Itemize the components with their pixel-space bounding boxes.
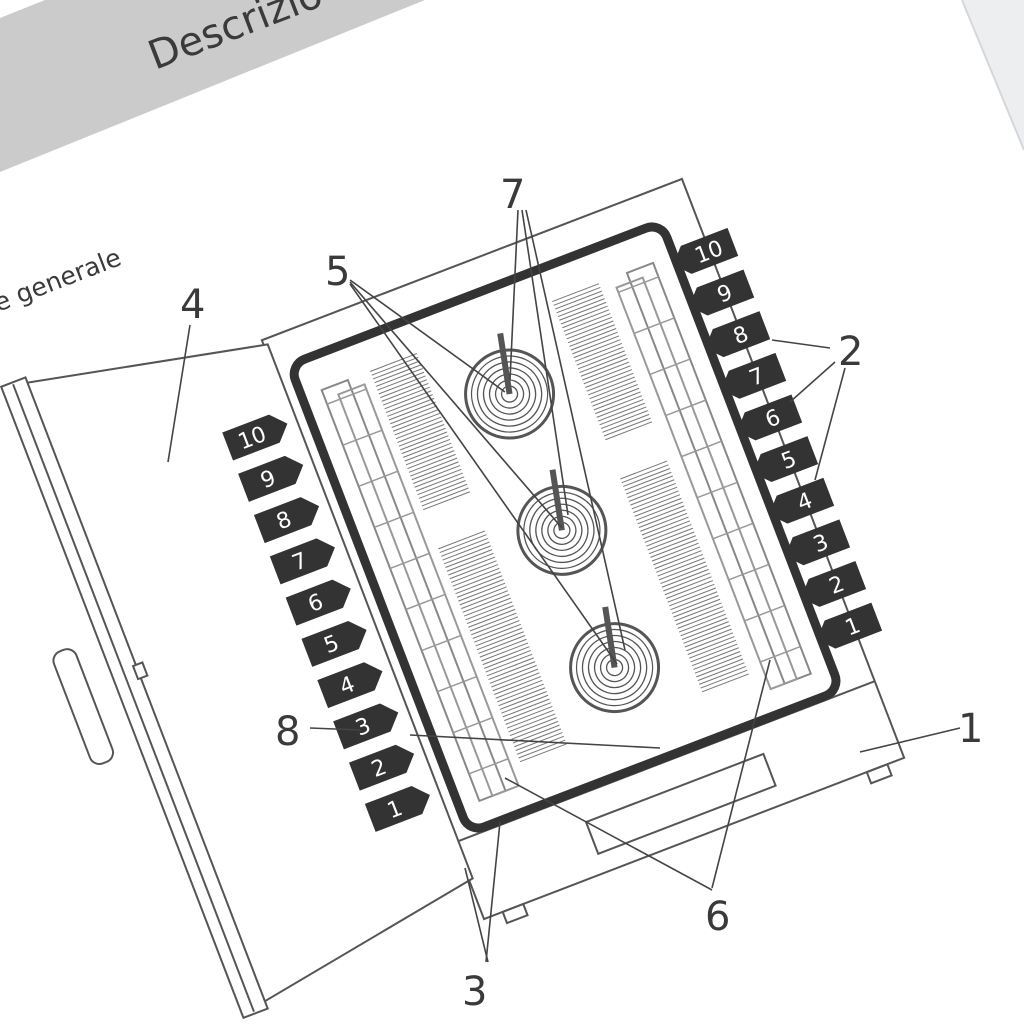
rack-rung xyxy=(696,481,738,499)
header-band xyxy=(0,0,425,172)
rack-rung xyxy=(358,470,399,487)
leader-lines xyxy=(167,209,961,963)
rack-rung xyxy=(452,716,493,734)
rack-rung xyxy=(437,675,477,693)
vent-grille xyxy=(552,283,653,441)
control-panel-slot xyxy=(584,752,777,856)
rack-rung xyxy=(665,399,707,417)
callout-8: 8 xyxy=(275,709,300,755)
door-handle xyxy=(52,648,115,765)
rack-rung xyxy=(712,522,754,540)
foot-right xyxy=(865,762,893,785)
rack-rung xyxy=(649,358,691,376)
rack-rung xyxy=(389,552,430,570)
shelf-tag-right: 8 xyxy=(705,311,771,358)
shelf-tag-left: 1 xyxy=(364,786,430,832)
callout-2: 2 xyxy=(838,329,863,375)
shelf-tag-right: 2 xyxy=(800,561,867,607)
rack-rung xyxy=(744,604,785,622)
shelf-tag-right: 9 xyxy=(689,269,755,316)
callout-6: 6 xyxy=(705,894,730,940)
shelf-tag-left: 8 xyxy=(253,497,320,544)
rack-rung xyxy=(374,511,414,529)
shelf-tag-right: 6 xyxy=(737,394,803,441)
vent-grille xyxy=(620,460,749,693)
shelf-tag-left: 5 xyxy=(301,620,367,667)
rack-rung xyxy=(468,758,509,775)
callout-1: 1 xyxy=(958,706,983,752)
rack-rung xyxy=(759,645,801,663)
shelf-tag-right: 1 xyxy=(816,602,883,649)
rack-rung xyxy=(633,317,675,335)
door-frame xyxy=(0,376,270,1020)
rack-rung xyxy=(618,276,659,294)
foot-left xyxy=(501,902,529,925)
shelf-tag-left: 6 xyxy=(285,579,351,626)
rack-rung xyxy=(326,388,367,405)
callout-7: 7 xyxy=(500,172,525,218)
vent-grille xyxy=(370,353,471,511)
vent-grille xyxy=(438,530,567,763)
shelf-tag-left: 4 xyxy=(317,662,383,709)
callout-5: 5 xyxy=(325,249,350,295)
shelf-tag-right: 3 xyxy=(785,519,851,566)
rack-rung xyxy=(421,634,462,652)
shelf-tag-left: 7 xyxy=(269,538,335,585)
shelf-tag-right: 4 xyxy=(769,477,835,524)
rack-rung xyxy=(405,593,446,611)
shelf-tag-left: 3 xyxy=(333,703,399,750)
shelf-tag-left: 2 xyxy=(349,744,415,791)
fan-icon xyxy=(464,332,556,440)
section-subtitle: e generale xyxy=(0,243,125,318)
shelf-tag-right: 5 xyxy=(753,436,819,483)
chamber-gasket xyxy=(289,222,841,833)
shelf-tag-right: 7 xyxy=(721,352,787,399)
callout-3: 3 xyxy=(462,969,487,1015)
rack-rung xyxy=(681,440,722,458)
rack-rung xyxy=(342,429,383,446)
callout-4: 4 xyxy=(180,282,205,328)
door-latch xyxy=(131,661,149,681)
rack-rung xyxy=(728,563,770,581)
shelf-tag-left: 9 xyxy=(238,455,304,502)
